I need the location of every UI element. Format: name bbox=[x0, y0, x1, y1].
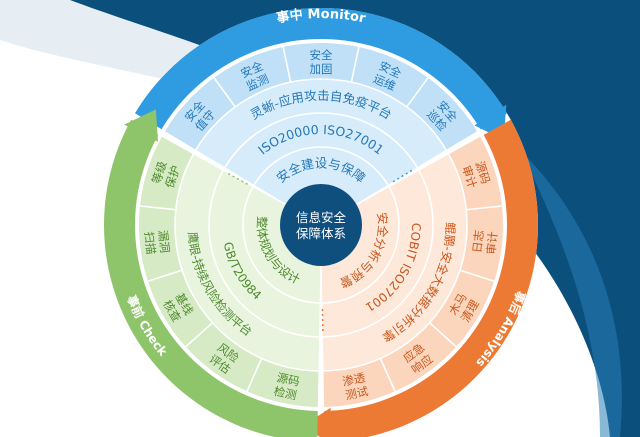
check-service-item: 等级保护 bbox=[149, 159, 183, 190]
center-circle bbox=[280, 184, 362, 266]
check-service-item: 漏洞扫描 bbox=[142, 229, 172, 255]
check-items-ring bbox=[138, 136, 319, 407]
check-dotted-marker bbox=[227, 172, 248, 185]
analysis-service-item: 应急响应 bbox=[400, 340, 435, 376]
monitor-arc-label: 事中 Monitor bbox=[275, 7, 367, 27]
monitor-ring-separator bbox=[195, 78, 447, 151]
check-ring-separator bbox=[174, 153, 319, 372]
monitor-inner-rings bbox=[195, 78, 447, 204]
analysis-outer-arc bbox=[324, 119, 538, 437]
check-inner-rings bbox=[175, 154, 321, 371]
analysis-item-divider bbox=[379, 358, 396, 392]
monitor-ring-separator bbox=[253, 146, 389, 186]
analysis-items-ring bbox=[323, 136, 504, 407]
monitor-item-divider bbox=[350, 46, 360, 83]
monitor-ring-separator bbox=[224, 112, 418, 168]
center-title-line1: 信息安全 bbox=[296, 210, 347, 225]
analysis-ring-separator bbox=[322, 186, 400, 304]
analysis-item-divider bbox=[466, 205, 503, 211]
monitor-outer-arc bbox=[134, 7, 508, 130]
analysis-inner-rings bbox=[321, 154, 467, 371]
check-item-divider bbox=[147, 269, 183, 283]
check-item-divider bbox=[139, 205, 176, 211]
check-arrow-head bbox=[124, 109, 158, 142]
monitor-arc-label-text: 事中 Monitor bbox=[275, 7, 367, 27]
analysis-ring-separator bbox=[322, 170, 434, 338]
monitor-item-divider bbox=[406, 77, 429, 108]
monitor-item-divider bbox=[213, 77, 236, 108]
monitor-items-ring bbox=[165, 43, 477, 150]
analysis-item-divider bbox=[428, 322, 457, 348]
analysis-service-item: 渗透测试 bbox=[341, 370, 370, 402]
analysis-ring-separator bbox=[323, 153, 468, 372]
monitor-item-divider bbox=[282, 46, 292, 83]
center-title-line2: 保障体系 bbox=[296, 226, 346, 241]
check-service-item: 源码检测 bbox=[273, 370, 301, 402]
analysis-service-item: 日志审计 bbox=[470, 229, 500, 255]
monitor-dotted-marker bbox=[392, 169, 413, 183]
check-item-divider bbox=[185, 322, 214, 348]
check-ring-separator bbox=[242, 186, 320, 304]
check-item-divider bbox=[246, 358, 263, 392]
background-mid-swoosh bbox=[520, 150, 622, 437]
monitor-service-item: 安全加固 bbox=[310, 48, 333, 76]
analysis-service-item: 源码审计 bbox=[459, 159, 493, 190]
check-outer-arc bbox=[104, 119, 318, 437]
analysis-item-divider bbox=[459, 269, 495, 283]
check-ring-separator bbox=[208, 170, 320, 338]
